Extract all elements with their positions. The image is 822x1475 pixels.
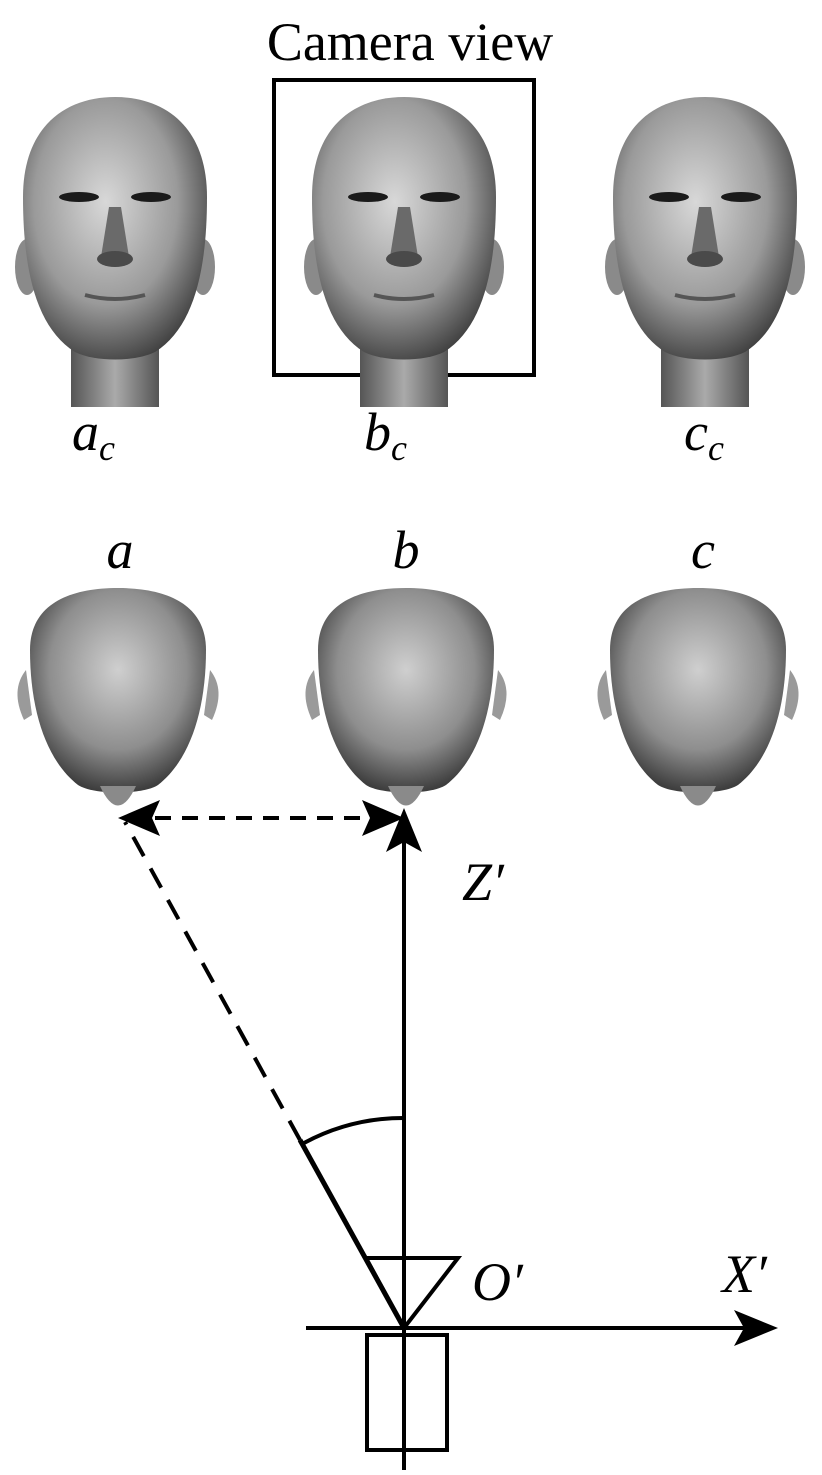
- camera-view-label-b: bc: [364, 402, 407, 468]
- face-front-icon: [302, 95, 506, 409]
- arrowhead-right: [362, 800, 404, 836]
- view-ray-dashed: [123, 821, 302, 1141]
- head-top-icon: [597, 588, 799, 806]
- camera-triangle-icon: [362, 1256, 463, 1332]
- z-axis-label: Z′: [462, 852, 505, 912]
- camera-view-label-a: ac: [72, 402, 115, 468]
- head-label-c: c: [691, 520, 715, 580]
- head-top-icon: [305, 588, 507, 806]
- camera-view-label-c: cc: [684, 402, 724, 468]
- z-axis-arrowhead: [386, 808, 422, 852]
- camera-view-title: Camera view: [267, 12, 553, 72]
- arrowhead-left: [118, 800, 160, 836]
- x-axis-arrowhead: [734, 1310, 778, 1346]
- head-label-b: b: [393, 520, 420, 580]
- origin-label: O′: [472, 1252, 524, 1312]
- x-axis-label: X′: [720, 1244, 768, 1304]
- angle-arc: [303, 1115, 405, 1145]
- face-front-icon: [13, 95, 217, 409]
- head-label-a: a: [107, 520, 134, 580]
- head-top-icon: [17, 588, 219, 806]
- face-front-icon: [603, 95, 807, 409]
- camera-body-icon: [365, 1333, 449, 1452]
